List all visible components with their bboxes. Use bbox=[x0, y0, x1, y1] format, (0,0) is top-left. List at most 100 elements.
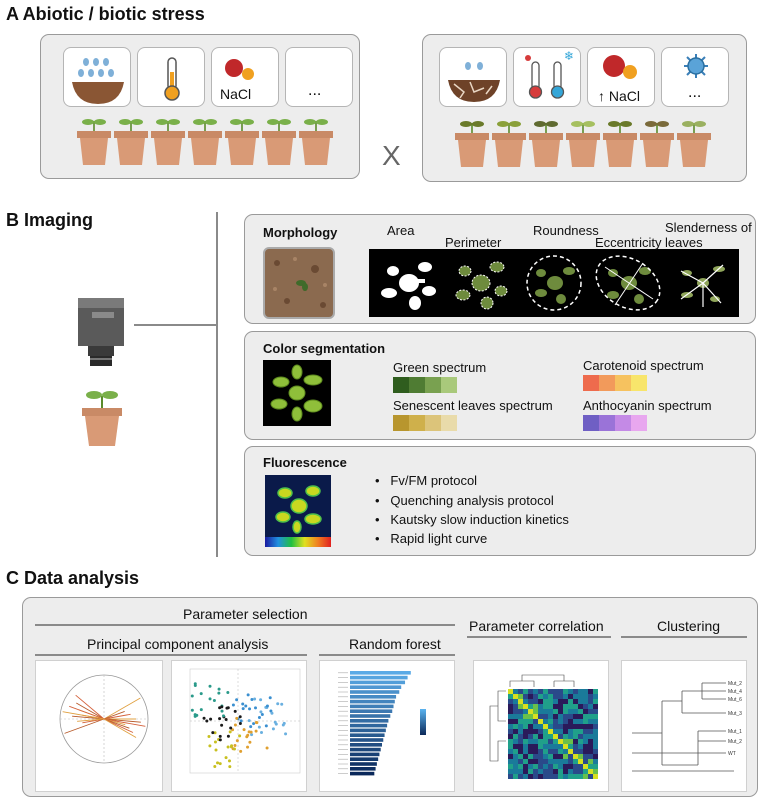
heatmap-cell bbox=[548, 769, 553, 774]
heatmap-cell bbox=[543, 769, 548, 774]
heatmap-cell bbox=[593, 714, 598, 719]
salt-card: NaCl bbox=[211, 47, 279, 107]
heatmap-cell bbox=[553, 689, 558, 694]
heatmap-cell bbox=[588, 734, 593, 739]
heatmap-cell bbox=[513, 774, 518, 779]
heatmap-cell bbox=[513, 759, 518, 764]
heatmap-cell bbox=[543, 759, 548, 764]
heatmap-cell bbox=[528, 734, 533, 739]
perimeter-icon bbox=[455, 261, 508, 310]
heatmap-cell bbox=[558, 734, 563, 739]
heatmap-cell bbox=[528, 694, 533, 699]
rf-importance-bar bbox=[350, 695, 397, 699]
heatmap-cell bbox=[533, 729, 538, 734]
heatmap-cell bbox=[528, 739, 533, 744]
fluorescence-panel: Fluorescence • Fv/FM protocol • Quenchin… bbox=[244, 446, 756, 556]
pca-score-point bbox=[265, 746, 269, 750]
heatmap-cell bbox=[533, 744, 538, 749]
heatmap-cell bbox=[518, 704, 523, 709]
heatmap-cell bbox=[548, 734, 553, 739]
heatmap-cell bbox=[553, 714, 558, 719]
random-forest-plot bbox=[319, 660, 455, 792]
spectrum-green-label: Green spectrum bbox=[393, 360, 487, 375]
virus-icon bbox=[684, 54, 708, 78]
heatmap-cell bbox=[508, 749, 513, 754]
heatmap-cell bbox=[518, 744, 523, 749]
pca-score-point bbox=[190, 694, 194, 698]
pca-score-point bbox=[238, 715, 242, 719]
heatmap-cell bbox=[578, 764, 583, 769]
heatmap-cell bbox=[553, 744, 558, 749]
heatmap-cell bbox=[528, 724, 533, 729]
spectrum-swatch bbox=[599, 375, 615, 391]
heatmap-cell bbox=[568, 754, 573, 759]
heatmap-cell bbox=[538, 769, 543, 774]
heatmap-cell bbox=[553, 704, 558, 709]
heatmap-cell bbox=[523, 754, 528, 759]
heatmap-cell bbox=[523, 694, 528, 699]
heatmap-cell bbox=[593, 749, 598, 754]
pca-score-point bbox=[208, 684, 212, 688]
rf-importance-bar bbox=[350, 733, 385, 737]
heatmap-cell bbox=[518, 764, 523, 769]
heatmap-cell bbox=[523, 759, 528, 764]
spectrum-carotenoid-bar bbox=[583, 375, 647, 391]
heatmap-cell bbox=[573, 769, 578, 774]
rf-importance-bar bbox=[350, 675, 408, 680]
heatmap-cell bbox=[593, 724, 598, 729]
heatmap-cell bbox=[558, 699, 563, 704]
heatmap-cell bbox=[548, 759, 553, 764]
heatmap-cell bbox=[543, 739, 548, 744]
pca-loading-arrow bbox=[103, 713, 131, 720]
heatmap-cell bbox=[513, 689, 518, 694]
heatmap-cell bbox=[563, 689, 568, 694]
heatmap-cell bbox=[583, 714, 588, 719]
heatmap-cell bbox=[578, 744, 583, 749]
rf-importance-bar bbox=[350, 723, 388, 728]
pca-score-point bbox=[199, 708, 203, 712]
heatmap-cell bbox=[583, 769, 588, 774]
heatmap-cell bbox=[578, 719, 583, 724]
heatmap-cell bbox=[578, 759, 583, 764]
plant-pot-icon bbox=[82, 391, 122, 446]
pca-score-point bbox=[269, 709, 273, 713]
heatmap-cell bbox=[553, 754, 558, 759]
heatmap-cell bbox=[583, 734, 588, 739]
heatmap-cell bbox=[548, 739, 553, 744]
heatmap-cell bbox=[523, 714, 528, 719]
heatmap-cell bbox=[518, 689, 523, 694]
spectrum-swatch bbox=[599, 415, 615, 431]
heatmap-cell bbox=[568, 744, 573, 749]
heatmap-cell bbox=[518, 699, 523, 704]
heatmap-cell bbox=[568, 709, 573, 714]
heatmap-cell bbox=[563, 724, 568, 729]
pca-score-point bbox=[247, 719, 251, 723]
pca-score-point bbox=[216, 761, 220, 765]
heatmap-cell bbox=[568, 739, 573, 744]
heatmap-cell bbox=[593, 754, 598, 759]
pca-loading-arrow bbox=[103, 711, 125, 720]
pathogen-card: ... bbox=[661, 47, 729, 107]
correlation-rule bbox=[467, 636, 611, 638]
pca-loading-arrow bbox=[72, 715, 105, 720]
heatmap-cell bbox=[558, 694, 563, 699]
metric-perimeter: Perimeter bbox=[445, 235, 502, 250]
pca-loading-arrow bbox=[64, 718, 105, 734]
heatmap-cell bbox=[568, 694, 573, 699]
pca-score-point bbox=[228, 730, 232, 734]
pca-loading-arrow bbox=[69, 705, 105, 720]
heatmap-cell bbox=[538, 739, 543, 744]
pca-score-point bbox=[202, 716, 206, 720]
pca-score-point bbox=[245, 735, 249, 739]
heatmap-cell bbox=[538, 724, 543, 729]
spectrum-swatch bbox=[409, 415, 425, 431]
pca-score-point bbox=[233, 709, 237, 713]
pca-score-point bbox=[268, 696, 272, 700]
heatmap-cell bbox=[563, 694, 568, 699]
heatmap-cell bbox=[563, 759, 568, 764]
pca-score-point bbox=[235, 716, 239, 720]
heatmap-cell bbox=[513, 704, 518, 709]
pca-score-point bbox=[271, 727, 275, 731]
pca-score-point bbox=[226, 691, 230, 695]
slenderness-tile bbox=[665, 249, 739, 317]
